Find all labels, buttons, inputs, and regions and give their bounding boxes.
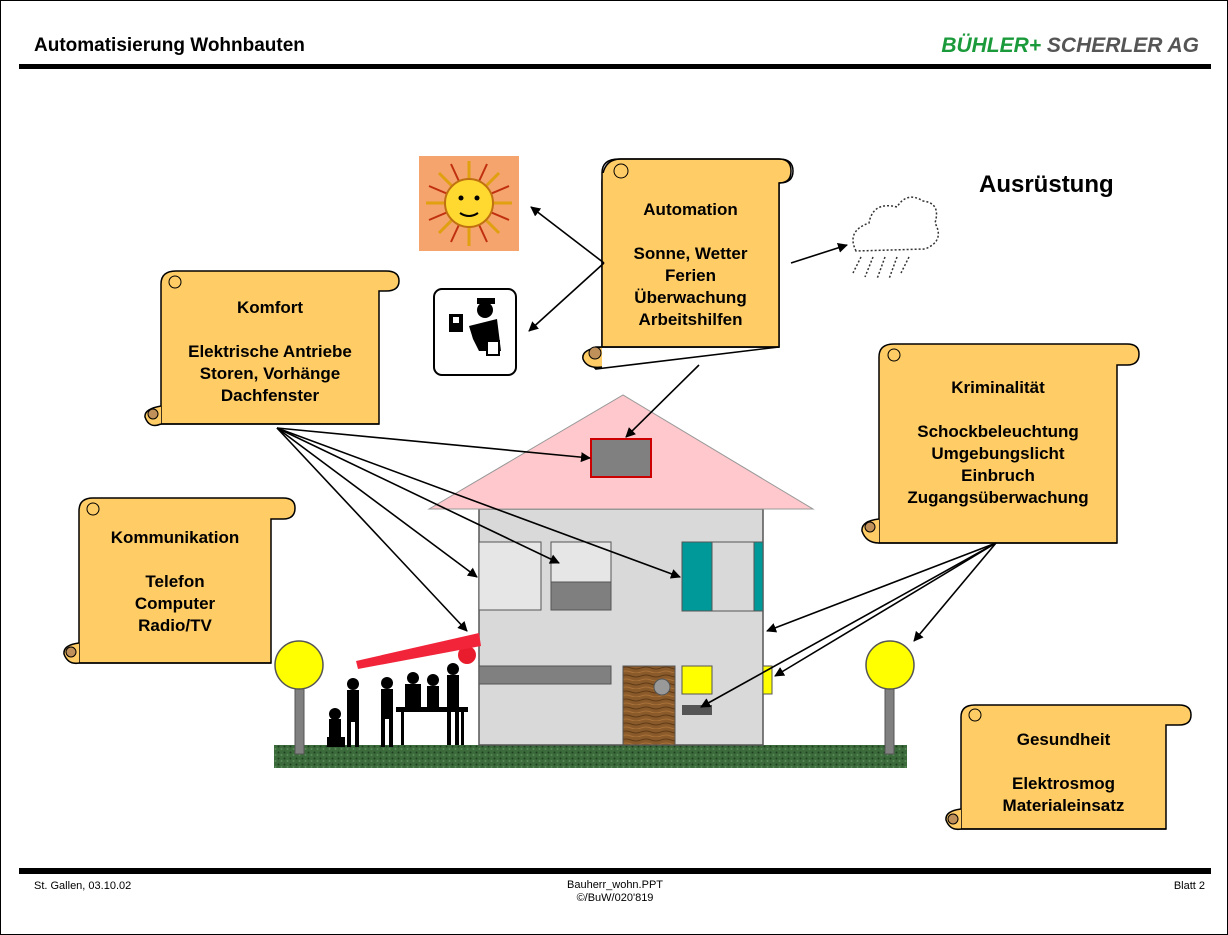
people-silhouettes [327, 663, 468, 747]
garden-lamp-left [274, 640, 324, 755]
awning-light [458, 646, 476, 664]
kommunikation-line-2: Computer [134, 594, 216, 613]
komfort-line-2: Storen, Vorhänge [199, 364, 341, 383]
sun-icon [419, 156, 519, 251]
automation-title: Automation [643, 200, 738, 219]
kriminalitaet-line-1: Schockbeleuchtung [917, 422, 1079, 441]
brand-part2: SCHERLER AG [1046, 34, 1199, 57]
kommunikation-text: Kommunikation Telefon Computer Radio/TV [79, 527, 271, 637]
brand-part1: BÜHLER [941, 34, 1029, 57]
arrow-krim-wall [766, 542, 997, 633]
kriminalitaet-line-4: Zugangsüberwachung [907, 488, 1089, 507]
scroll-automation [582, 158, 794, 370]
connector-arrows [276, 206, 997, 708]
automation-line-2: Ferien [664, 266, 717, 285]
footer-center: Bauherr_wohn.PPT ©/BuW/020'819 [1, 879, 1227, 905]
slide-title: Automatisierung Wohnbauten [34, 35, 305, 56]
komfort-text: Komfort Elektrische Antriebe Storen, Vor… [161, 297, 379, 407]
gesundheit-text: Gesundheit Elektrosmog Materialeinsatz [961, 729, 1166, 817]
komfort-line-3: Dachfenster [220, 386, 320, 405]
footer-location-date: St. Gallen, 03.10.02 [34, 880, 132, 892]
arrow-krim-doorlight [700, 542, 997, 708]
kriminalitaet-title: Kriminalität [951, 378, 1045, 397]
shutter-left [681, 541, 713, 612]
mailbox [682, 705, 712, 715]
komfort-line-1: Elektrische Antriebe [188, 342, 352, 361]
garden-lamp-right [865, 640, 915, 755]
arrow-komfort-window-center [276, 427, 560, 564]
automation-line-4: Arbeitshilfen [638, 310, 743, 329]
arrow-komfort-window-left [276, 427, 478, 578]
arrow-krim-lamp [913, 542, 997, 642]
front-door [622, 665, 676, 746]
automation-text: Automation Sonne, Wetter Ferien Überwach… [602, 199, 779, 331]
arrow-komfort-awning [276, 427, 468, 632]
kommunikation-title: Kommunikation [110, 528, 240, 547]
kommunikation-line-3: Radio/TV [138, 616, 212, 635]
arrow-automation-cloud [790, 242, 848, 264]
section-title: Ausrüstung [979, 171, 1114, 198]
automation-line-1: Sonne, Wetter [633, 244, 748, 263]
gesundheit-line-2: Materialeinsatz [1002, 796, 1125, 815]
window-right [711, 541, 755, 612]
scroll-komfort [144, 270, 400, 427]
kriminalitaet-line-3: Einbruch [961, 466, 1035, 485]
scroll-kriminalitaet [861, 343, 1140, 544]
komfort-title: Komfort [236, 298, 304, 317]
shutter-right [753, 541, 764, 612]
ground-window [478, 665, 612, 685]
arrow-komfort-shutter [276, 427, 681, 579]
house [356, 394, 815, 746]
gesundheit-title: Gesundheit [1016, 730, 1111, 749]
footer-copyright: ©/BuW/020'819 [576, 892, 654, 904]
side-light [762, 665, 773, 695]
footer-filename: Bauherr_wohn.PPT [567, 879, 663, 891]
window-center-blind [550, 581, 612, 611]
ground [274, 745, 907, 768]
roof-window [590, 438, 652, 478]
arrow-automation-roofwindow [625, 364, 700, 438]
scroll-gesundheit [945, 704, 1192, 831]
arrow-automation-service [528, 262, 605, 332]
service-worker-icon [433, 288, 517, 376]
kommunikation-line-1: Telefon [145, 572, 205, 591]
rain-cloud-icon [852, 196, 940, 280]
footer-page: Blatt 2 [1173, 880, 1205, 892]
door-knob [653, 678, 671, 696]
brand-plus: + [1028, 34, 1042, 57]
door-light [681, 665, 713, 695]
header-rule [19, 64, 1211, 69]
awning [356, 633, 481, 669]
kriminalitaet-line-2: Umgebungslicht [931, 444, 1065, 463]
footer-rule [19, 868, 1211, 874]
gesundheit-line-1: Elektrosmog [1012, 774, 1115, 793]
automation-line-3: Überwachung [634, 288, 747, 307]
arrow-automation-sun [530, 206, 605, 264]
window-left [478, 541, 542, 611]
scroll-kommunikation [63, 497, 296, 665]
window-center [550, 541, 612, 583]
company-logo: BÜHLER+ SCHERLER AG [941, 34, 1199, 58]
arrow-krim-sidelight [774, 542, 997, 677]
arrow-komfort-roofwindow [276, 427, 591, 463]
kriminalitaet-text: Kriminalität Schockbeleuchtung Umgebungs… [879, 377, 1117, 509]
